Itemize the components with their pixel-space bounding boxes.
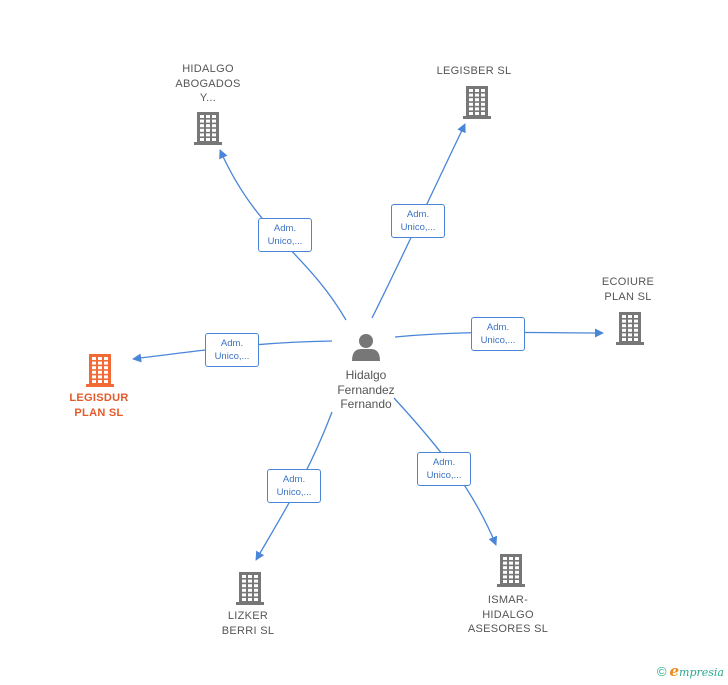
edge-label-legisdur[interactable]: Adm. Unico,... <box>205 333 259 367</box>
edge-label-ismar[interactable]: Adm. Unico,... <box>417 452 471 486</box>
person-icon[interactable] <box>352 334 380 361</box>
building-icon-ismar[interactable] <box>497 554 525 587</box>
building-icon-legisber[interactable] <box>463 86 491 119</box>
company-label-hidalgo-abogados[interactable]: HIDALGO ABOGADOS Y... <box>175 63 241 104</box>
company-label-ecoiure[interactable]: ECOIURE PLAN SL <box>601 276 655 303</box>
building-icon-legisdur[interactable] <box>86 354 114 387</box>
company-label-lizker[interactable]: LIZKER BERRI SL <box>221 610 275 637</box>
building-icon-hidalgo-abogados[interactable] <box>194 112 222 145</box>
edge-label-hidalgo-abogados[interactable]: Adm. Unico,... <box>258 218 312 252</box>
building-icon-lizker[interactable] <box>236 572 264 605</box>
edge-label-legisber[interactable]: Adm. Unico,... <box>391 204 445 238</box>
edge-label-ecoiure[interactable]: Adm. Unico,... <box>471 317 525 351</box>
brand-logo: empresia <box>669 662 724 680</box>
company-label-legisdur[interactable]: LEGISDUR PLAN SL <box>69 392 129 419</box>
person-label[interactable]: Hidalgo Fernandez Fernando <box>337 368 395 411</box>
building-icon-ecoiure[interactable] <box>616 312 644 345</box>
edge-label-lizker[interactable]: Adm. Unico,... <box>267 469 321 503</box>
copyright-icon: © <box>656 664 667 679</box>
footer-brand: © empresia <box>657 662 724 680</box>
company-label-legisber[interactable]: LEGISBER SL <box>436 65 512 77</box>
company-label-ismar[interactable]: ISMAR- HIDALGO ASESORES SL <box>467 594 549 635</box>
